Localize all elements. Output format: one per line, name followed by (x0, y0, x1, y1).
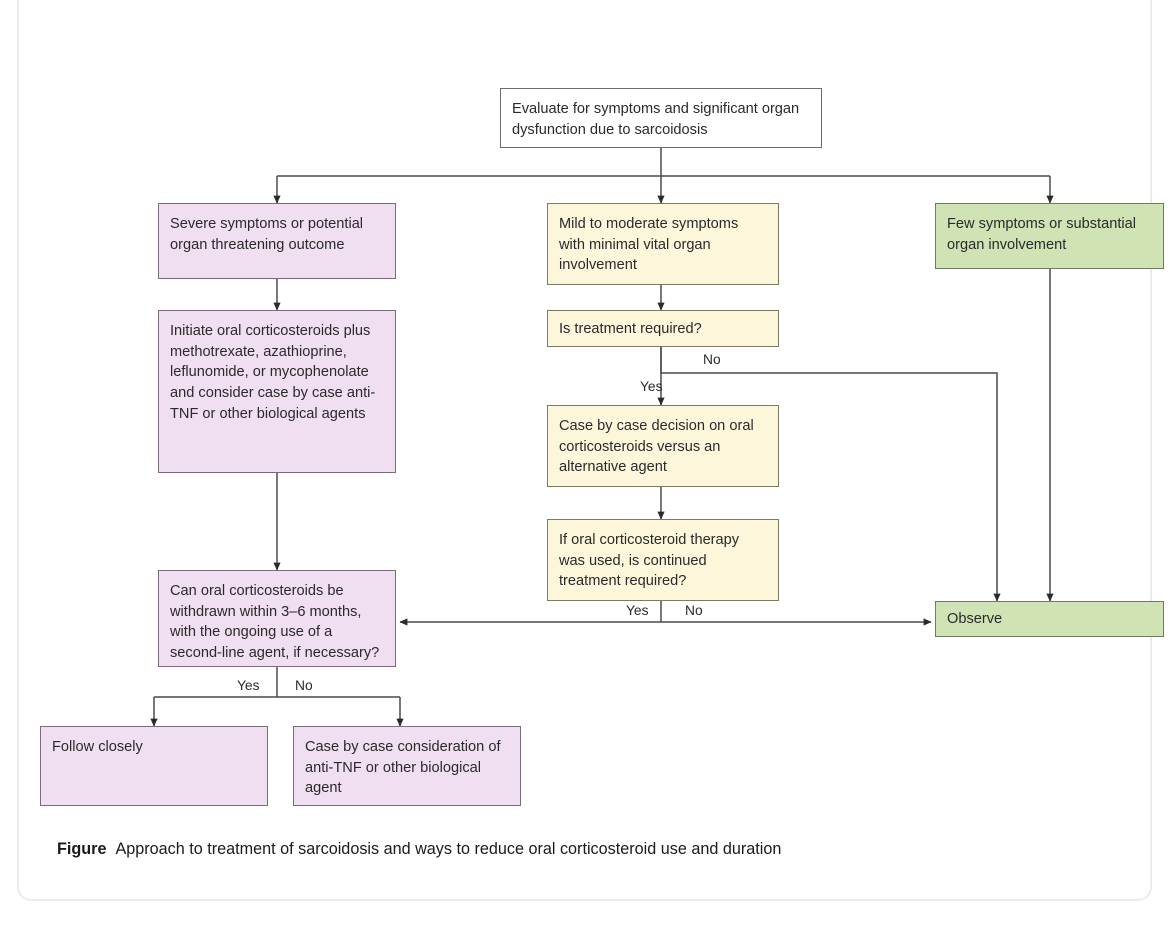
node-follow-closely-label: Follow closely (52, 739, 143, 755)
edge-label-no-withdraw: No (295, 678, 313, 693)
node-case-by-case-decision[interactable]: Case by case decision on oral corticoste… (547, 405, 779, 487)
node-initiate-oral-corticosteroids-label: Initiate oral corticosteroids plus metho… (170, 323, 376, 422)
node-can-withdraw-corticosteroids[interactable]: Can oral corticosteroids be withdrawn wi… (158, 570, 396, 667)
node-severe-symptoms-label: Severe symptoms or potential organ threa… (170, 216, 364, 253)
node-is-treatment-required-label: Is treatment required? (559, 321, 702, 337)
node-few-symptoms[interactable]: Few symptoms or substantial organ involv… (935, 203, 1164, 269)
edge-label-yes-treatment-required: Yes (640, 379, 663, 394)
edge-label-yes-withdraw: Yes (237, 678, 260, 693)
figure-caption-label: Figure (57, 840, 107, 858)
node-case-by-case-decision-label: Case by case decision on oral corticoste… (559, 418, 754, 476)
node-is-treatment-required[interactable]: Is treatment required? (547, 310, 779, 347)
node-evaluate-symptoms[interactable]: Evaluate for symptoms and significant or… (500, 88, 822, 148)
node-few-symptoms-label: Few symptoms or substantial organ involv… (947, 216, 1136, 253)
flowchart-connectors (150, 148, 1054, 727)
figure-caption: Figure Approach to treatment of sarcoidos… (57, 840, 781, 859)
node-case-by-case-consideration[interactable]: Case by case consideration of anti-TNF o… (293, 726, 521, 806)
node-follow-closely[interactable]: Follow closely (40, 726, 268, 806)
node-continued-treatment-required-label: If oral corticosteroid therapy was used,… (559, 532, 740, 590)
figure-card: Evaluate for symptoms and significant or… (17, 0, 1164, 901)
node-evaluate-symptoms-label: Evaluate for symptoms and significant or… (512, 101, 800, 138)
node-observe-label: Observe (947, 611, 1003, 627)
node-observe[interactable]: Observe (935, 601, 1164, 637)
node-can-withdraw-corticosteroids-label: Can oral corticosteroids be withdrawn wi… (170, 583, 380, 662)
node-mild-moderate-symptoms-label: Mild to moderate symptoms with minimal v… (559, 216, 739, 274)
node-severe-symptoms[interactable]: Severe symptoms or potential organ threa… (158, 203, 396, 279)
figure-caption-text: Approach to treatment of sarcoidosis and… (115, 840, 782, 858)
edge-label-no-continued-treatment: No (685, 603, 703, 618)
node-continued-treatment-required[interactable]: If oral corticosteroid therapy was used,… (547, 519, 779, 601)
node-mild-moderate-symptoms[interactable]: Mild to moderate symptoms with minimal v… (547, 203, 779, 285)
edge-label-yes-continued-treatment: Yes (626, 603, 649, 618)
node-case-by-case-consideration-label: Case by case consideration of anti-TNF o… (305, 739, 501, 797)
edge-label-no-treatment-required: No (703, 352, 721, 367)
node-initiate-oral-corticosteroids[interactable]: Initiate oral corticosteroids plus metho… (158, 310, 396, 473)
